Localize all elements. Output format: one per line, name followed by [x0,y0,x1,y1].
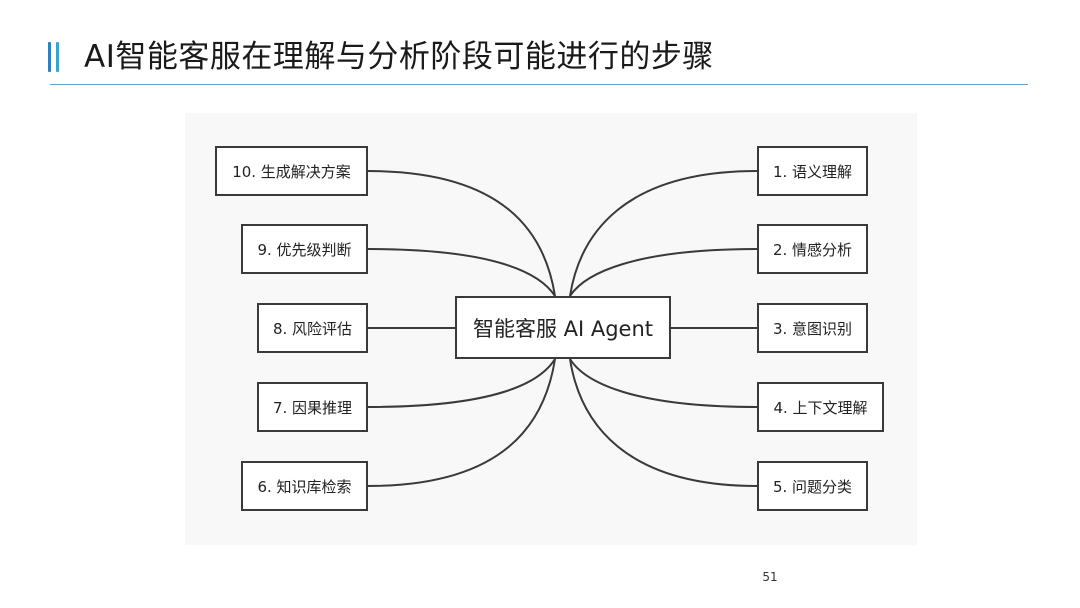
node-step-8: 8. 风险评估 [257,303,368,353]
connector-layer [367,170,758,487]
title-divider [50,84,1028,85]
title-accent-bars [48,42,59,72]
connector-left-10 [367,170,556,297]
node-step-9: 9. 优先级判断 [241,224,368,274]
connector-left-9 [367,248,556,297]
page-number: 51 [762,570,778,584]
page-title: AI智能客服在理解与分析阶段可能进行的步骤 [84,39,714,75]
connector-right-4 [569,358,758,408]
node-step-5: 5. 问题分类 [757,461,868,511]
title-accent-bar-light [56,42,59,72]
title-accent-bar-dark [48,42,51,72]
node-step-2: 2. 情感分析 [757,224,868,274]
connector-left-6 [367,358,556,487]
connector-right-1 [569,170,758,297]
node-step-4: 4. 上下文理解 [757,382,884,432]
mind-map-diagram: 智能客服 AI Agent 10. 生成解决方案 9. 优先级判断 8. 风险评… [185,113,917,545]
node-step-10: 10. 生成解决方案 [215,146,368,196]
node-step-1: 1. 语义理解 [757,146,868,196]
connector-left-7 [367,358,556,408]
connector-right-5 [569,358,758,487]
center-node: 智能客服 AI Agent [455,296,671,359]
connector-right-2 [569,248,758,297]
node-step-7: 7. 因果推理 [257,382,368,432]
node-step-3: 3. 意图识别 [757,303,868,353]
node-step-6: 6. 知识库检索 [241,461,368,511]
